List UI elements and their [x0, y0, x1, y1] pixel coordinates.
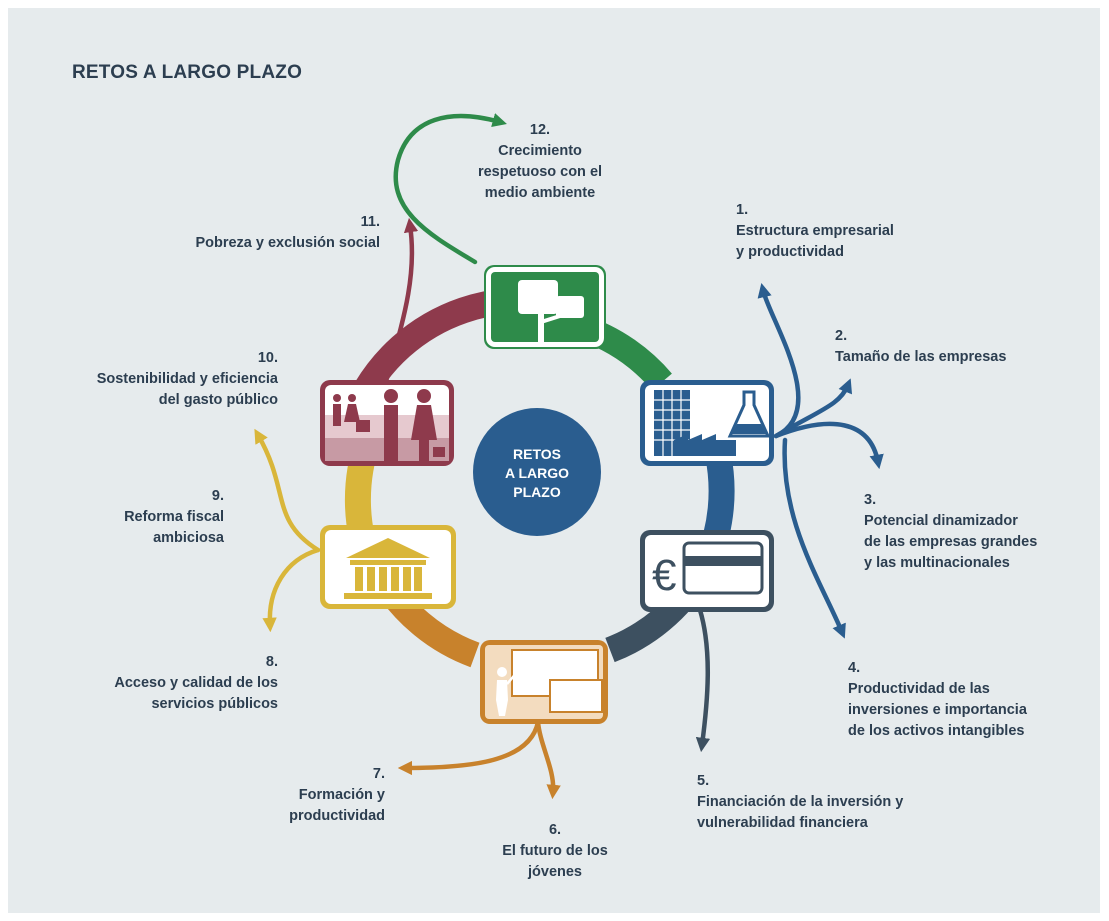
euro-credit-card-icon: €: [640, 530, 774, 612]
center-circle: [473, 408, 601, 536]
challenge-8-number: 8.: [265, 654, 278, 670]
challenge-1-number: 1.: [736, 202, 749, 218]
challenge-12-text: Crecimiento respetuoso con el medio ambi…: [477, 143, 603, 201]
arrow-3: [773, 421, 884, 470]
arrow-2: [773, 378, 853, 439]
government-building-icon: [320, 525, 456, 609]
challenge-1: 1. Estructura empresarial y productivida…: [736, 200, 894, 263]
challenge-8: 8. Acceso y calidad de los servicios púb…: [90, 652, 278, 715]
challenge-5-text: Financiación de la inversión y vulnerabi…: [697, 794, 904, 831]
arrow-5: [695, 607, 711, 753]
challenge-9-number: 9.: [211, 488, 224, 504]
challenge-7-number: 7.: [372, 766, 385, 782]
arrow-1: [757, 282, 801, 439]
arrow-9: [254, 428, 321, 553]
challenge-3-text: Potencial dinamizador de las empresas gr…: [864, 513, 1038, 571]
arrow-4: [782, 437, 846, 639]
challenge-10: 10. Sostenibilidad y eficiencia del gast…: [58, 348, 278, 411]
challenge-2-text: Tamaño de las empresas: [835, 349, 1007, 365]
challenge-6: 6. El futuro de los jóvenes: [475, 820, 635, 883]
challenge-3-number: 3.: [864, 492, 877, 508]
challenge-2-number: 2.: [835, 328, 848, 344]
challenge-7: 7. Formación y productividad: [245, 764, 385, 827]
arrow-7: [397, 719, 541, 776]
center-label: RETOS A LARGO PLAZO: [504, 446, 570, 500]
challenge-11-text: Pobreza y exclusión social: [195, 235, 380, 251]
challenge-3: 3. Potencial dinamizador de las empresas…: [864, 490, 1037, 574]
challenge-1-text: Estructura empresarial y productividad: [736, 223, 894, 260]
challenge-12: 12. Crecimiento respetuoso con el medio …: [470, 120, 610, 204]
challenge-10-number: 10.: [257, 350, 278, 366]
factory-building-flask-icon: [640, 380, 774, 466]
page-title: RETOS A LARGO PLAZO: [72, 62, 303, 83]
challenge-4: 4. Productividad de las inversiones e im…: [848, 658, 1027, 742]
svg-text:€: €: [652, 551, 676, 600]
teacher-whiteboard-icon: [480, 640, 608, 724]
challenge-11: 11. Pobreza y exclusión social: [170, 212, 380, 254]
arrow-6: [535, 719, 561, 800]
challenge-4-text: Productividad de las inversiones e impor…: [848, 681, 1027, 739]
challenge-8-text: Acceso y calidad de los servicios públic…: [114, 675, 278, 712]
challenge-9: 9. Reforma fiscal ambiciosa: [100, 486, 224, 549]
arrow-11: [382, 217, 419, 388]
challenge-5: 5. Financiación de la inversión y vulner…: [697, 771, 903, 834]
challenge-9-text: Reforma fiscal ambiciosa: [124, 509, 224, 546]
challenge-6-number: 6.: [548, 822, 562, 838]
challenge-5-number: 5.: [697, 773, 710, 789]
challenge-7-text: Formación y productividad: [289, 787, 385, 824]
challenge-12-number: 12.: [529, 122, 551, 138]
challenge-11-number: 11.: [360, 214, 380, 230]
challenge-6-text: El futuro de los jóvenes: [502, 843, 608, 880]
people-family-icon: [320, 380, 454, 466]
arrow-8: [262, 547, 321, 633]
challenge-4-number: 4.: [848, 660, 861, 676]
arrow-12: [393, 113, 507, 265]
challenge-10-text: Sostenibilidad y eficiencia del gasto pú…: [96, 371, 278, 408]
challenge-2: 2. Tamaño de las empresas: [835, 326, 1006, 368]
tree-icon: [484, 265, 606, 349]
